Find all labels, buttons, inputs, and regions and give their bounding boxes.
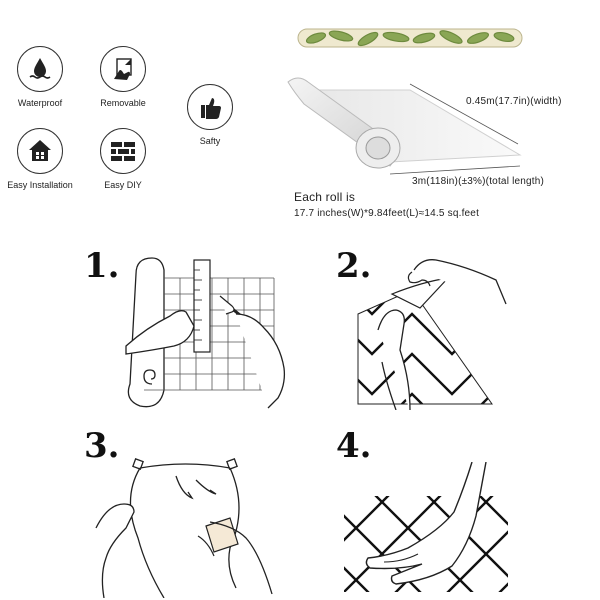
roll-title: Each roll is xyxy=(294,190,356,204)
step-1-number: 1. xyxy=(84,246,120,286)
feature-label: Removable xyxy=(100,98,146,108)
feature-label: Easy DIY xyxy=(104,180,142,190)
step-1-cut-illustration xyxy=(125,257,286,409)
roll-detail: 17.7 inches(W)*9.84feet(L)≈14.5 sq.feet xyxy=(294,208,480,219)
step-4-smooth-illustration xyxy=(344,462,508,592)
step-4-number: 4. xyxy=(336,426,372,466)
feature-easy-diy: Easy DIY xyxy=(83,128,163,190)
roll-width-label: 0.45m(17.7in)(width) xyxy=(466,96,562,107)
feature-label: Easy Installation xyxy=(7,180,73,190)
step-3-apply-illustration xyxy=(95,458,273,598)
wallpaper-roll-pattern xyxy=(297,28,523,48)
feature-removable: Removable xyxy=(83,46,163,108)
step-2-number: 2. xyxy=(336,246,372,286)
house-icon xyxy=(17,128,63,174)
feature-label: Waterproof xyxy=(17,98,63,108)
brick-wall-icon xyxy=(100,128,146,174)
water-drop-icon xyxy=(17,46,63,92)
feature-label: Safty xyxy=(199,136,221,146)
step-3-number: 3. xyxy=(84,426,120,466)
feature-easy-installation: Easy Installation xyxy=(0,128,80,190)
thumbs-up-icon xyxy=(187,84,233,130)
roll-length-label: 3m(118in)(±3%)(total length) xyxy=(412,176,545,187)
feature-safety: Safty xyxy=(170,84,250,146)
roll-dimension-diagram xyxy=(287,77,522,175)
peel-hand-icon xyxy=(100,46,146,92)
feature-waterproof: Waterproof xyxy=(0,46,80,108)
step-2-peel-illustration xyxy=(357,259,507,410)
